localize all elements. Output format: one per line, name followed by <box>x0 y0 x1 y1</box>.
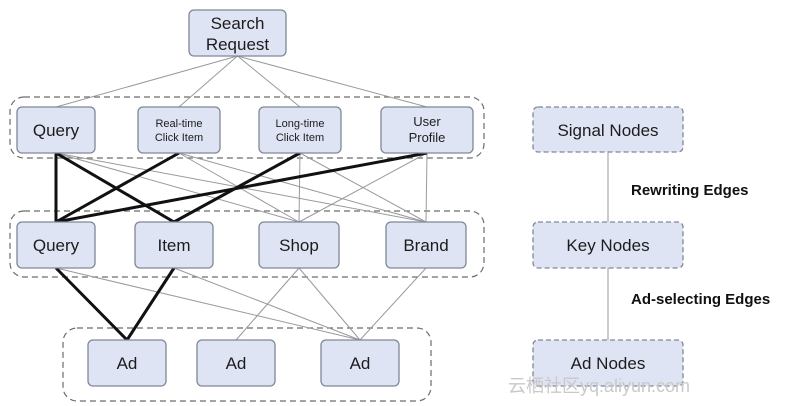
key-node-query-label: Query <box>33 236 80 255</box>
ad-node-3-label: Ad <box>350 354 371 373</box>
key-node-shop: Shop <box>258 221 340 269</box>
signal-group-frame <box>9 96 485 159</box>
ad-edge-key-brand-ad-3 <box>359 267 427 341</box>
legend-ad-label: Ad Nodes <box>571 354 646 373</box>
ad-node-2-label: Ad <box>226 354 247 373</box>
signal-node-user-profile: User Profile <box>380 106 474 154</box>
legend-key-nodes: Key Nodes <box>532 221 684 269</box>
ad-edge-key-query-ad-1 <box>54 266 129 342</box>
watermark: 云栖社区yq.aliyun.com <box>508 376 690 396</box>
edge-root-sig-profile <box>237 55 428 108</box>
ad-edge-key-shop-ad-2 <box>235 267 300 341</box>
signal-node-profile-line2: Profile <box>409 130 446 145</box>
legend-key-label: Key Nodes <box>566 236 649 255</box>
search-request-line1: Search <box>211 14 265 33</box>
search-request-node: Search Request <box>188 9 287 57</box>
key-node-item-label: Item <box>157 236 190 255</box>
key-node-brand-label: Brand <box>403 236 448 255</box>
key-node-shop-label: Shop <box>279 236 319 255</box>
ad-node-3: Ad <box>320 339 400 387</box>
signal-node-query-label: Query <box>33 121 80 140</box>
key-node-item: Item <box>134 221 214 269</box>
legend-signal-label: Signal Nodes <box>557 121 658 140</box>
ad-edge-key-shop-ad-3 <box>298 267 361 341</box>
signal-node-longtime-line1: Long-time <box>276 118 325 130</box>
ad-node-2: Ad <box>196 339 276 387</box>
ad-node-1-label: Ad <box>117 354 138 373</box>
key-node-brand: Brand <box>385 221 467 269</box>
edge-root-sig-longtime <box>237 55 301 108</box>
legend-signal-nodes: Signal Nodes <box>532 106 684 153</box>
edge-root-sig-realtime <box>178 55 238 108</box>
signal-node-profile-line1: User <box>413 114 441 129</box>
key-node-query: Query <box>16 221 96 269</box>
rewrite-edge-sig-profile-key-shop <box>298 152 428 223</box>
legend-ad-nodes: Ad Nodes <box>532 339 684 387</box>
rewrite-edge-sig-profile-key-query <box>55 151 428 224</box>
legend-rewriting-edges-label: Rewriting Edges <box>631 182 749 199</box>
ad-node-1: Ad <box>87 339 167 387</box>
signal-node-realtime-line1: Real-time <box>155 118 202 130</box>
signal-node-realtime-line2: Click Item <box>155 132 203 144</box>
edge-root-sig-query <box>55 55 238 108</box>
rewrite-edge-sig-profile-key-brand <box>425 152 428 223</box>
signal-node-longtime-click: Long-time Click Item <box>258 106 342 154</box>
ad-edge-key-query-ad-3 <box>55 267 361 341</box>
signal-node-query: Query <box>16 106 96 154</box>
rewrite-edge-sig-realtime-key-query <box>55 151 180 224</box>
search-request-line2: Request <box>206 35 270 54</box>
rewrite-edge-sig-query-key-shop <box>55 152 300 223</box>
signal-node-realtime-click: Real-time Click Item <box>137 106 221 154</box>
ad-edge-key-item-ad-1 <box>125 267 176 341</box>
legend-ad-selecting-edges-label: Ad-selecting Edges <box>631 291 770 308</box>
key-group-frame <box>9 210 485 278</box>
edges-layer <box>54 55 428 342</box>
signal-node-longtime-line2: Click Item <box>276 132 324 144</box>
rewrite-edge-sig-longtime-key-shop <box>298 152 301 223</box>
rewrite-edge-sig-realtime-key-brand <box>178 152 427 223</box>
